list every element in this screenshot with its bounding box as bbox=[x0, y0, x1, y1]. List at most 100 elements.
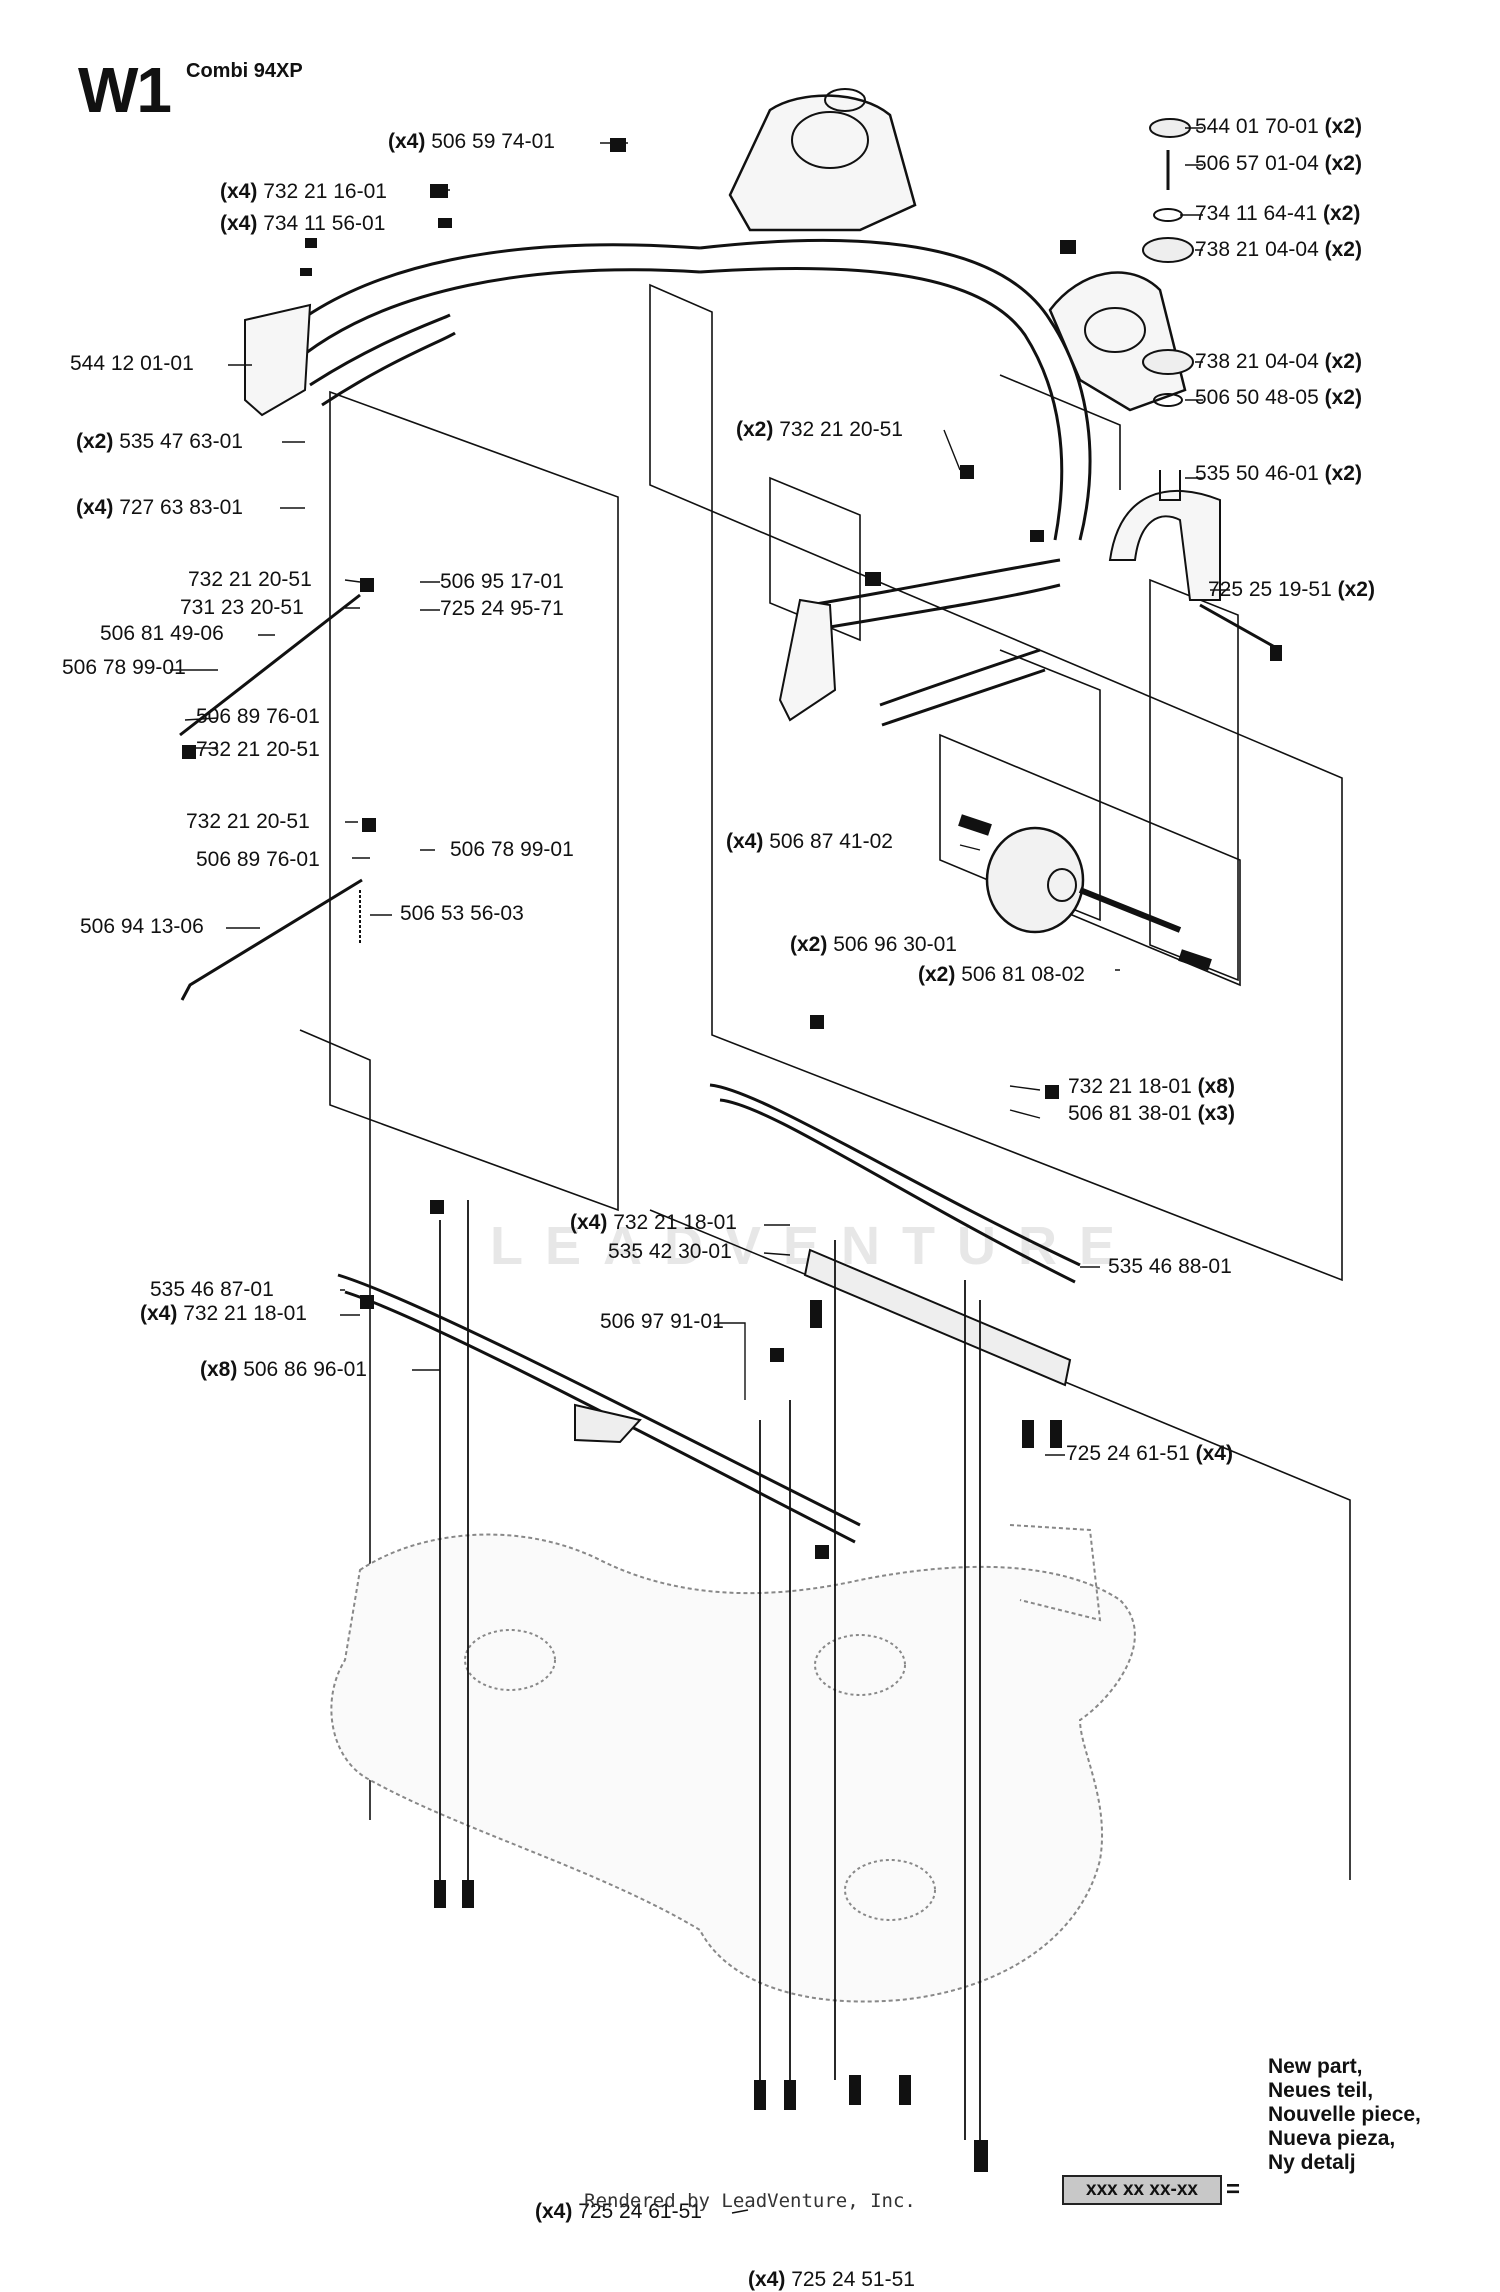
part-label: 732 21 20-51 bbox=[186, 810, 310, 834]
part-label: (x4) 732 21 18-01 bbox=[570, 1211, 737, 1235]
frame-right-panel bbox=[1149, 578, 1239, 982]
part-label: (x4) 725 24 51-51 bbox=[748, 2268, 915, 2292]
lower-arm-left bbox=[309, 313, 451, 387]
part-label: (x8) 506 86 96-01 bbox=[200, 1358, 367, 1382]
mower-deck-outline bbox=[330, 1533, 1136, 2003]
washer-stack-2 bbox=[1153, 393, 1183, 407]
part-number: 732 21 20-51 bbox=[196, 738, 320, 761]
nut-2 bbox=[438, 218, 452, 228]
part-label: 535 42 30-01 bbox=[608, 1240, 732, 1264]
part-label: 725 25 19-51 (x2) bbox=[1208, 578, 1375, 602]
yoke-right-hole bbox=[1084, 307, 1146, 353]
part-qty: (x2) bbox=[790, 933, 834, 956]
part-label: 544 12 01-01 bbox=[70, 352, 194, 376]
part-label: 506 53 56-03 bbox=[400, 902, 524, 926]
part-qty: (x4) bbox=[76, 496, 120, 519]
part-number: 506 87 41-02 bbox=[769, 830, 893, 853]
part-number: 506 89 76-01 bbox=[196, 848, 320, 871]
nut-8 bbox=[360, 578, 374, 592]
bearing-stack-2 bbox=[1142, 349, 1194, 375]
bolt-right bbox=[1199, 603, 1281, 652]
part-number: 535 46 87-01 bbox=[150, 1278, 274, 1301]
pivot-plate bbox=[803, 1248, 1072, 1387]
part-number: 506 95 17-01 bbox=[440, 570, 564, 593]
part-qty: (x3) bbox=[1191, 1102, 1235, 1125]
nut-4 bbox=[300, 268, 312, 276]
spindle-right bbox=[814, 1634, 906, 1696]
part-qty: (x8) bbox=[1191, 1075, 1235, 1098]
legend-line: Nueva pieza, bbox=[1268, 2127, 1396, 2150]
part-number: 725 24 51-51 bbox=[791, 2268, 915, 2291]
wheel-spacer-2 bbox=[1178, 949, 1212, 971]
part-number: 738 21 04-04 bbox=[1195, 350, 1319, 373]
washer-stack-1 bbox=[1153, 208, 1183, 222]
part-label: (x4) 727 63 83-01 bbox=[76, 496, 243, 520]
part-qty: (x8) bbox=[200, 1358, 244, 1381]
part-label: (x2) 535 47 63-01 bbox=[76, 430, 243, 454]
nut-5 bbox=[960, 465, 974, 479]
yoke-right bbox=[1048, 271, 1187, 412]
bearing-stack-1 bbox=[1142, 237, 1194, 263]
part-number: 732 21 20-51 bbox=[186, 810, 310, 833]
part-number: 732 21 18-01 bbox=[183, 1302, 307, 1325]
nut-10 bbox=[362, 818, 376, 832]
part-number: 732 21 20-51 bbox=[188, 568, 312, 591]
part-number: 535 50 46-01 bbox=[1195, 462, 1319, 485]
part-label: 732 21 18-01 (x8) bbox=[1068, 1075, 1235, 1099]
yoke-center-hole bbox=[791, 111, 869, 169]
legend-code-box: xxx xx xx-xx bbox=[1062, 2175, 1222, 2205]
part-number: 506 86 96-01 bbox=[243, 1358, 367, 1381]
legend-line: Neues teil, bbox=[1268, 2079, 1374, 2102]
part-label: 506 94 13-06 bbox=[80, 915, 204, 939]
part-label: 506 81 49-06 bbox=[100, 622, 224, 646]
part-qty: (x4) bbox=[220, 212, 264, 235]
part-label: (x4) 734 11 56-01 bbox=[220, 212, 385, 236]
part-qty: (x2) bbox=[1318, 386, 1362, 409]
part-label: 506 81 38-01 (x3) bbox=[1068, 1102, 1235, 1126]
frame-wheel bbox=[939, 733, 1241, 987]
part-qty: (x4) bbox=[388, 130, 432, 153]
part-number: 506 78 99-01 bbox=[62, 656, 186, 679]
part-qty: (x4) bbox=[1189, 1442, 1233, 1465]
parts-diagram: LEADVENTURE bbox=[62, 55, 1421, 2291]
bolt-foot-9 bbox=[1050, 1420, 1062, 1448]
part-qty: (x2) bbox=[918, 963, 962, 986]
nut-16 bbox=[815, 1545, 829, 1559]
lift-arm-front-inner bbox=[699, 266, 1064, 541]
hanger-right bbox=[1108, 489, 1221, 601]
part-label: 732 21 20-51 bbox=[188, 568, 312, 592]
part-qty: (x2) bbox=[1331, 578, 1375, 601]
part-qty: (x2) bbox=[1318, 350, 1362, 373]
lower-front-link-2 bbox=[881, 668, 1046, 727]
bolt-foot-10 bbox=[810, 1300, 822, 1328]
part-label: 506 89 76-01 bbox=[196, 705, 320, 729]
part-qty: (x2) bbox=[1318, 238, 1362, 261]
front-arm-lower bbox=[799, 583, 1061, 634]
part-number: 535 46 88-01 bbox=[1108, 1255, 1232, 1278]
part-label: 535 46 88-01 bbox=[1108, 1255, 1232, 1279]
part-label: (x4) 732 21 16-01 bbox=[220, 180, 387, 204]
frame-left bbox=[329, 390, 619, 1212]
part-label: (x4) 506 59 74-01 bbox=[388, 130, 555, 154]
model-subtitle: Combi 94XP bbox=[186, 60, 303, 82]
yoke-center-bush bbox=[824, 88, 866, 112]
part-label: (x2) 506 96 30-01 bbox=[790, 933, 957, 957]
part-number: 535 47 63-01 bbox=[119, 430, 243, 453]
bolt-foot-5 bbox=[849, 2075, 861, 2105]
nut-14 bbox=[430, 1200, 444, 1214]
part-number: 506 81 38-01 bbox=[1068, 1102, 1192, 1125]
part-label: 506 78 99-01 bbox=[450, 838, 574, 862]
part-number: 725 24 61-51 bbox=[578, 2200, 702, 2223]
part-number: 506 50 48-05 bbox=[1195, 386, 1319, 409]
nut-3 bbox=[305, 238, 317, 248]
part-number: 725 25 19-51 bbox=[1208, 578, 1332, 601]
part-number: 544 01 70-01 bbox=[1195, 115, 1319, 138]
lever-plate bbox=[574, 1403, 642, 1444]
part-qty: (x4) bbox=[748, 2268, 792, 2291]
frame-mid-panel bbox=[769, 476, 861, 642]
part-qty: (x4) bbox=[140, 1302, 184, 1325]
part-label: (x2) 732 21 20-51 bbox=[736, 418, 903, 442]
legend-line: New part, bbox=[1268, 2055, 1363, 2078]
part-qty: (x2) bbox=[1317, 202, 1361, 225]
wheel-hub bbox=[1047, 868, 1077, 902]
